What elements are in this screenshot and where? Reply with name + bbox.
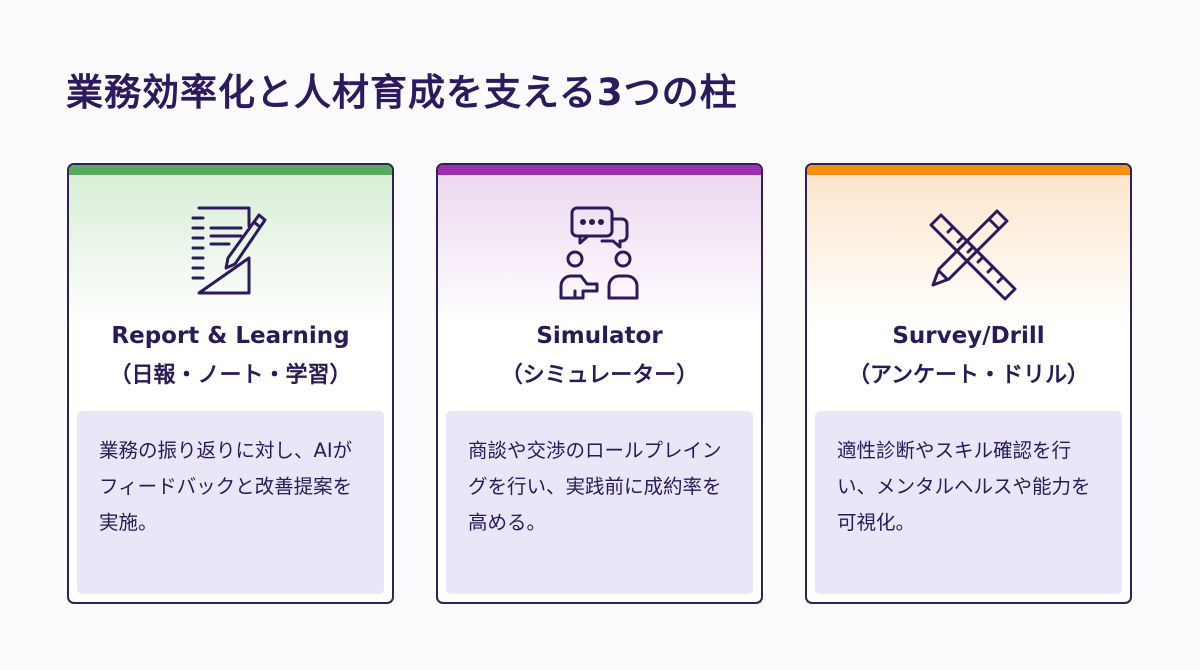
ruler-pencil-icon xyxy=(929,209,1016,301)
card-description: 業務の振り返りに対し、AIがフィードバックと改善提案を実施。 xyxy=(77,411,384,594)
page-title: 業務効率化と人材育成を支える3つの柱 xyxy=(66,71,738,114)
card-subheading: （日報・ノート・学習） xyxy=(109,363,352,388)
card-heading: Report & Learning xyxy=(111,323,350,349)
card-description: 適性診断やスキル確認を行い、メンタルヘルスや能力を可視化。 xyxy=(815,411,1122,594)
card-heading: Survey/Drill xyxy=(892,323,1045,349)
conversation-icon xyxy=(559,206,638,300)
card-description: 商談や交渉のロールプレイングを行い、実践前に成約率を高める。 xyxy=(446,411,753,594)
notebook-pencil-icon xyxy=(191,206,266,295)
card-simulator: Simulator （シミュレーター） 商談や交渉のロールプレイングを行い、実践… xyxy=(436,163,763,604)
card-heading: Simulator xyxy=(536,323,663,349)
card-accent-bar xyxy=(438,165,761,175)
card-survey-drill: Survey/Drill （アンケート・ドリル） 適性診断やスキル確認を行い、メ… xyxy=(805,163,1132,604)
card-subheading: （アンケート・ドリル） xyxy=(847,363,1090,388)
card-report-learning: Report & Learning （日報・ノート・学習） 業務の振り返りに対し… xyxy=(67,163,394,604)
card-accent-bar xyxy=(69,165,392,175)
card-subheading: （シミュレーター） xyxy=(500,363,699,388)
card-accent-bar xyxy=(807,165,1130,175)
